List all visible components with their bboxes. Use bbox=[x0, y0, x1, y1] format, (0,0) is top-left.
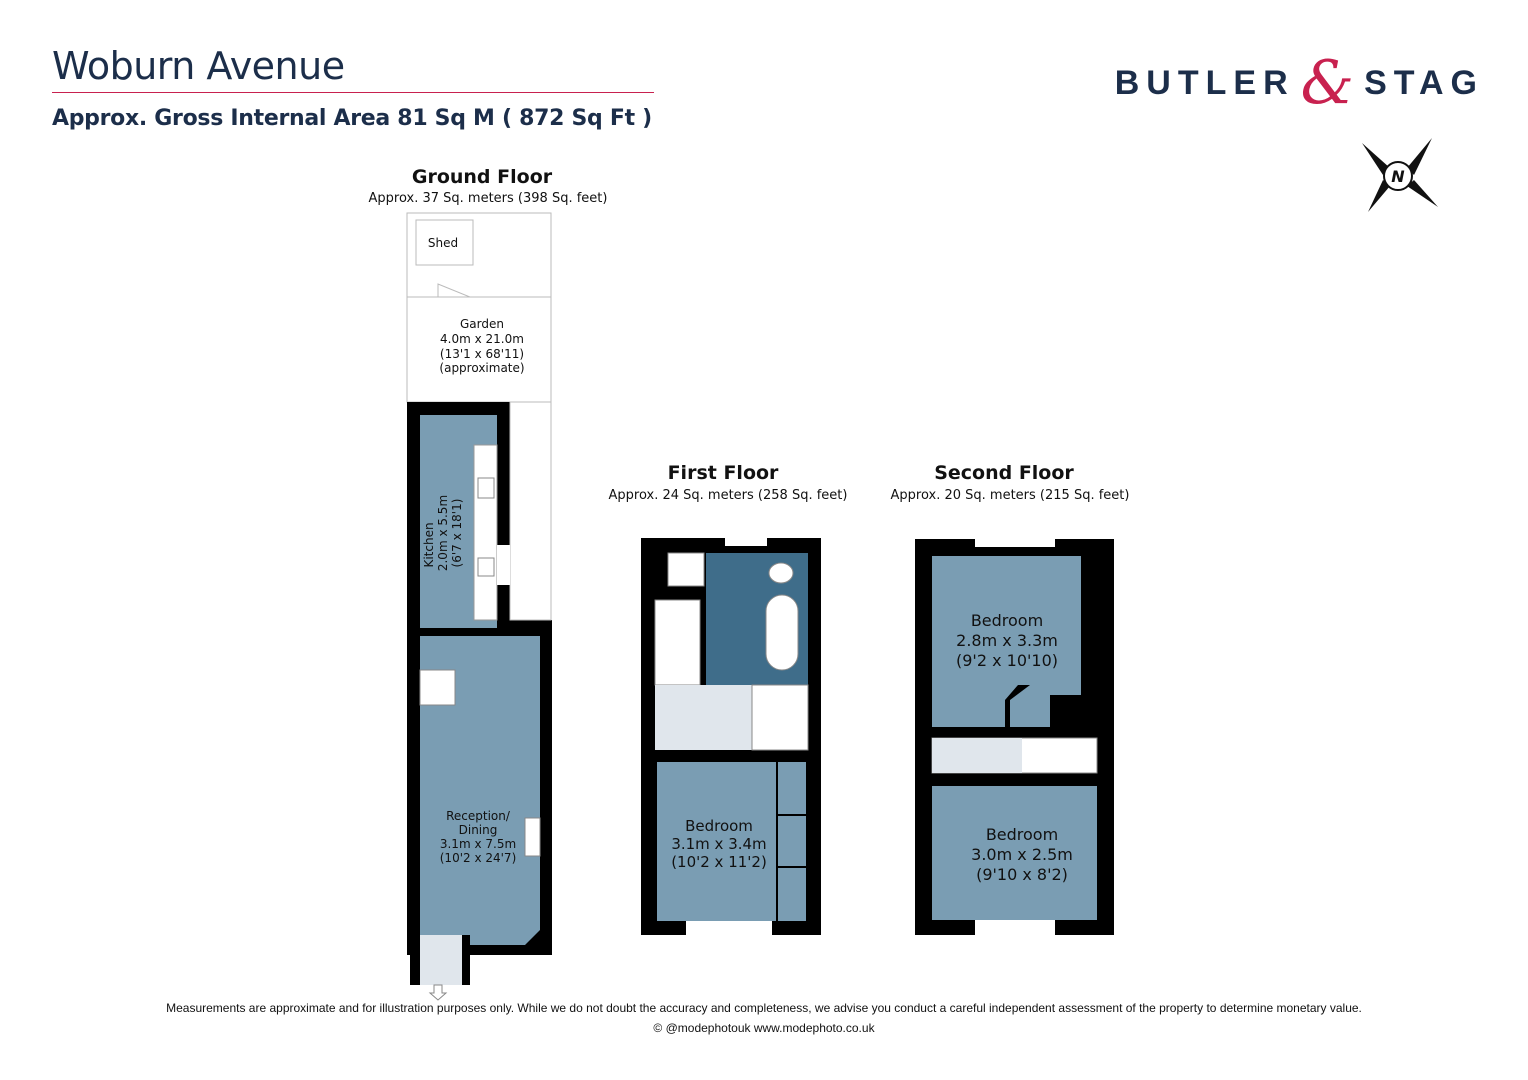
shower-icon bbox=[667, 552, 705, 587]
butler-stag-logo: BUTLER & STAG bbox=[1115, 48, 1484, 118]
garden bbox=[406, 296, 552, 403]
reception-label: Reception/ bbox=[446, 809, 511, 823]
bedroom1-size-m: 2.8m x 3.3m bbox=[956, 631, 1058, 650]
porch bbox=[420, 935, 462, 985]
garden-size-m: 4.0m x 21.0m bbox=[440, 332, 524, 346]
kitchen-label: Kitchen bbox=[422, 522, 436, 567]
bath-icon bbox=[765, 594, 799, 671]
logo-word-right: STAG bbox=[1364, 64, 1484, 102]
kitchen-size-ft: (6'7 x 18'1) bbox=[450, 499, 464, 568]
reception-dining bbox=[420, 636, 540, 945]
second-floor-bedroom-2 bbox=[932, 786, 1097, 920]
garden-label: Garden bbox=[460, 317, 504, 331]
compass-label: N bbox=[1391, 167, 1405, 186]
photo-credit: © @modephotouk www.modephoto.co.uk bbox=[653, 1021, 875, 1035]
compass-icon: N bbox=[1362, 138, 1438, 212]
first-bedroom-size-ft: (10'2 x 11'2) bbox=[671, 853, 767, 871]
bedroom2-label: Bedroom bbox=[986, 825, 1058, 844]
garden-note: (approximate) bbox=[439, 361, 524, 375]
ground-floor: Ground Floor Approx. 37 Sq. meters (398 … bbox=[369, 166, 608, 1001]
page-title: Woburn Avenue bbox=[52, 44, 345, 88]
bedroom2-size-ft: (9'10 x 8'2) bbox=[976, 865, 1068, 884]
toilet-icon bbox=[768, 562, 794, 584]
bedroom1-label: Bedroom bbox=[971, 611, 1043, 630]
shed-label: Shed bbox=[428, 236, 458, 250]
second-floor-area: Approx. 20 Sq. meters (215 Sq. feet) bbox=[891, 488, 1130, 503]
first-bedroom-label: Bedroom bbox=[685, 817, 753, 835]
first-floor: First Floor Approx. 24 Sq. meters (258 S… bbox=[609, 462, 848, 935]
shed bbox=[415, 219, 474, 266]
kitchen-size-m: 2.0m x 5.5m bbox=[436, 495, 450, 571]
reception-size-ft: (10'2 x 24'7) bbox=[440, 851, 517, 865]
second-floor-bedroom-1 bbox=[932, 556, 1081, 727]
reception-size-m: 3.1m x 7.5m bbox=[440, 837, 516, 851]
second-floor-title: Second Floor bbox=[934, 462, 1074, 484]
title-divider bbox=[52, 92, 654, 93]
entrance-arrow-icon bbox=[428, 984, 448, 1001]
ground-floor-area: Approx. 37 Sq. meters (398 Sq. feet) bbox=[369, 191, 608, 206]
gross-area: Approx. Gross Internal Area 81 Sq M ( 87… bbox=[52, 106, 652, 131]
first-floor-title: First Floor bbox=[668, 462, 779, 484]
second-floor-landing bbox=[932, 738, 1022, 773]
first-bedroom-size-m: 3.1m x 3.4m bbox=[671, 835, 766, 853]
second-floor: Second Floor Approx. 20 Sq. meters (215 … bbox=[891, 462, 1130, 935]
dining-label: Dining bbox=[459, 823, 498, 837]
sink-icon bbox=[477, 557, 495, 577]
disclaimer: Measurements are approximate and for ill… bbox=[166, 1001, 1362, 1015]
bedroom1-size-ft: (9'2 x 10'10) bbox=[956, 651, 1058, 670]
ground-floor-title: Ground Floor bbox=[412, 166, 553, 188]
logo-word-left: BUTLER bbox=[1114, 64, 1295, 102]
footer: Measurements are approximate and for ill… bbox=[0, 1001, 1528, 1035]
hob-icon bbox=[477, 477, 495, 499]
bedroom2-size-m: 3.0m x 2.5m bbox=[971, 845, 1073, 864]
stairs bbox=[419, 669, 456, 706]
first-floor-area: Approx. 24 Sq. meters (258 Sq. feet) bbox=[609, 488, 848, 503]
garden-size-ft: (13'1 x 68'11) bbox=[440, 347, 524, 361]
logo-ampersand: & bbox=[1300, 48, 1355, 118]
first-floor-bedroom bbox=[657, 762, 776, 921]
